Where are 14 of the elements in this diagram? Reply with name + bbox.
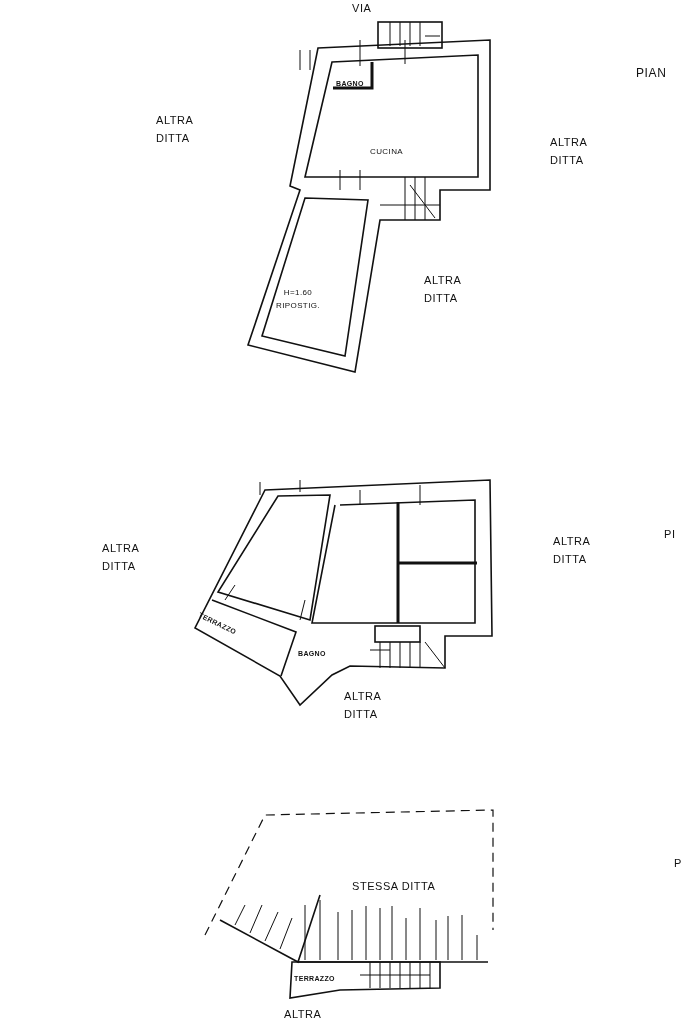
plan-title: PI: [664, 527, 677, 542]
neighbour-label: ALTRA DITTA: [102, 541, 140, 574]
neighbour-label: ALTRA DITTA: [550, 135, 588, 168]
room-label: CUCINA: [370, 146, 405, 158]
neighbour-label: STESSA DITTA: [352, 879, 437, 894]
room-label: H=1.60 RIPOSTIG.: [274, 287, 322, 312]
neighbour-label: ALTRA: [284, 1007, 323, 1022]
neighbour-label: ALTRA DITTA: [156, 113, 194, 146]
neighbour-label: ALTRA DITTA: [344, 689, 382, 722]
plan-title: P: [674, 856, 683, 871]
street-label: VIA: [352, 1, 373, 16]
plan-title: PIAN: [636, 65, 668, 82]
neighbour-label: ALTRA DITTA: [424, 273, 462, 306]
neighbour-label: ALTRA DITTA: [553, 534, 591, 567]
